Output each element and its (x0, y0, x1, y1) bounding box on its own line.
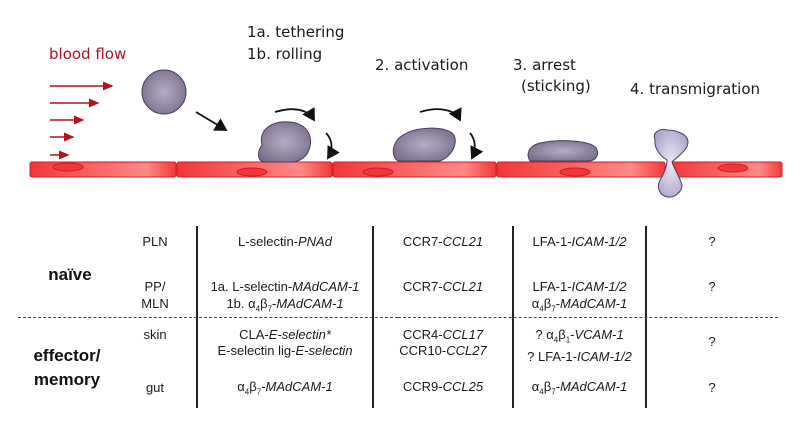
ligand: CCL27 (446, 343, 487, 358)
step-tethering-label: 1a. tethering (247, 23, 345, 41)
step-rolling-label: 1b. rolling (247, 45, 323, 63)
transmigrating-leukocyte (653, 129, 689, 198)
ligand: MAdCAM-1 (560, 296, 628, 311)
ligand: PNAd (298, 234, 332, 249)
molecule: CCR10- (399, 343, 447, 358)
step-activation-label: 2. activation (375, 56, 469, 74)
ligand: VCAM-1 (574, 327, 624, 342)
molecule: CCR7- (402, 279, 443, 294)
ligand: CCL25 (442, 379, 484, 394)
rolling-arrow-icon (325, 132, 340, 160)
molecule: CCR7- (402, 234, 443, 249)
cell-step2: CCR7-CCL21 (374, 279, 512, 295)
cell-step4: ? (708, 234, 716, 249)
ligand: E-selectin* (268, 327, 331, 342)
tissue-gut: gut (145, 380, 165, 395)
approach-arrow-icon (195, 111, 228, 131)
rolling-arrow-icon (419, 107, 462, 122)
endothelial-nucleus (717, 163, 749, 173)
step-transmigration-label: 4. transmigration (630, 80, 761, 98)
ligand: ICAM-1/2 (571, 234, 627, 249)
molecule: L-selectin- (238, 234, 298, 249)
cell-step2: CCR4-CCL17 CCR10-CCL27 (374, 327, 512, 359)
ligand: MAdCAM-1 (265, 379, 333, 394)
molecule: ? LFA-1- (527, 348, 577, 364)
tissue-skin: skin (143, 327, 167, 342)
ligand: MAdCAM-1 (292, 279, 360, 294)
free-leukocyte (141, 69, 187, 115)
cell-step3: α4β7-MAdCAM-1 (531, 379, 628, 397)
cell-step1: CLA-E-selectin* E-selectin lig-E-selecti… (198, 327, 372, 359)
molecule: LFA-1- (532, 234, 572, 249)
cell-step4: ? (708, 380, 716, 395)
endothelial-nucleus (236, 167, 268, 177)
ligand: ICAM-1/2 (571, 279, 627, 294)
group-divider (398, 317, 778, 318)
molecule: CCR9- (402, 379, 443, 394)
leukocyte-adhesion-diagram (29, 69, 783, 198)
group-label-naive: naïve (48, 265, 92, 284)
tissue-mln: MLN (141, 296, 169, 311)
ligand: E-selectin (295, 343, 353, 358)
ligand: ICAM-1/2 (576, 348, 632, 364)
cell-step1: α4β7-MAdCAM-1 (237, 379, 333, 397)
cell-step4: ? (708, 334, 716, 349)
group-label-effector: effector/ (33, 346, 101, 365)
molecule: 1a. L-selectin- (210, 279, 293, 294)
ligand: CCL17 (442, 327, 484, 342)
endothelial-nucleus (559, 167, 591, 177)
cell-step1: 1a. L-selectin-MAdCAM-1 1b. α4β7-MAdCAM-… (210, 279, 360, 314)
cell-step2: CCR7-CCL21 (374, 234, 512, 250)
endothelium (29, 161, 783, 178)
molecule: E-selectin lig- (217, 343, 296, 358)
molecule: CCR4- (402, 327, 443, 342)
ligand: CCL21 (442, 279, 484, 294)
activating-leukocyte (392, 127, 456, 162)
arrested-leukocyte (527, 140, 599, 162)
cell-step4: ? (708, 279, 716, 294)
tissue-pln: PLN (142, 234, 168, 249)
blood-flow-label: blood flow (49, 45, 127, 63)
cell-step3: ? α4β1-VCAM-1 ? LFA-1-ICAM-1/2 (527, 327, 632, 364)
ligand: CCL21 (442, 234, 484, 249)
rolling-arrow-icon (274, 107, 315, 122)
group-divider (18, 317, 398, 318)
step-arrest-label: 3. arrest (513, 56, 576, 74)
cell-step3: LFA-1-ICAM-1/2 α4β7-MAdCAM-1 (531, 279, 628, 314)
endothelial-nucleus (52, 162, 84, 172)
cell-step2: CCR9-CCL25 (374, 379, 512, 395)
molecule: LFA-1- (532, 279, 572, 294)
step-sticking-label: (sticking) (521, 77, 591, 95)
ligand: MAdCAM-1 (560, 379, 628, 394)
rolling-arrow-icon (469, 132, 484, 160)
cell-step3: LFA-1-ICAM-1/2 (514, 234, 645, 250)
tissue-pp: PP/ (144, 279, 166, 294)
ligand: MAdCAM-1 (276, 296, 344, 311)
blood-flow-arrows (50, 81, 114, 160)
rolling-leukocyte (258, 121, 312, 163)
molecule: CLA- (239, 327, 269, 342)
group-label-memory: memory (33, 370, 101, 389)
cell-step1: L-selectin-PNAd (198, 234, 372, 250)
endothelial-nucleus (362, 167, 394, 177)
